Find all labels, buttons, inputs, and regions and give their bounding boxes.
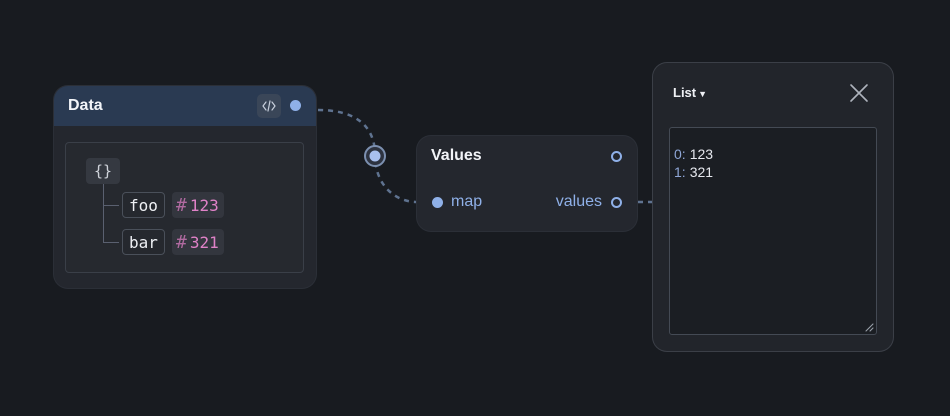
json-key-foo[interactable]: foo (122, 192, 165, 218)
list-item: 0:123 (674, 145, 876, 163)
caret-down-icon: ▼ (698, 89, 708, 99)
number-hash-icon: # (176, 194, 187, 216)
json-key-bar[interactable]: bar (122, 229, 165, 255)
list-item-index: 0: (674, 146, 686, 162)
view-mode-dropdown[interactable]: List▼ (673, 85, 707, 100)
close-button[interactable] (848, 82, 870, 104)
list-output-textarea[interactable]: 0:123 1:321 (669, 127, 877, 335)
object-root-tag[interactable]: {} (86, 158, 120, 184)
values-node[interactable]: Values map values (417, 136, 637, 231)
tree-connector (103, 205, 119, 206)
data-node[interactable]: Data {} foo # 123 bar # 321 (54, 86, 316, 288)
data-node-header[interactable]: Data (54, 86, 316, 126)
values-input-label: map (451, 193, 483, 210)
json-value-text: 321 (189, 232, 219, 252)
code-view-button[interactable] (257, 94, 281, 118)
wire-data-to-values (317, 108, 418, 204)
list-item-value: 123 (689, 146, 714, 162)
wire-reroute-handle[interactable] (364, 145, 386, 167)
view-mode-label: List (673, 85, 697, 100)
list-item-value: 321 (689, 164, 714, 180)
values-output-label: values (555, 193, 602, 210)
values-trigger-port[interactable] (611, 151, 622, 162)
values-node-title: Values (431, 147, 482, 164)
values-map-input-port[interactable] (432, 197, 443, 208)
data-node-title: Data (68, 97, 103, 114)
tree-connector (103, 242, 119, 243)
json-tree-panel: {} foo # 123 bar # 321 (65, 142, 304, 273)
json-number-value[interactable]: # 321 (172, 229, 224, 255)
list-item: 1:321 (674, 163, 876, 181)
list-item-index: 1: (674, 164, 686, 180)
json-number-value[interactable]: # 123 (172, 192, 224, 218)
values-output-port[interactable] (611, 197, 622, 208)
close-x-icon (850, 84, 868, 102)
tree-connector (103, 184, 104, 242)
number-hash-icon: # (176, 231, 187, 253)
resize-grip-icon[interactable] (864, 322, 874, 332)
json-value-text: 123 (189, 195, 219, 215)
list-viewer-node[interactable]: List▼ 0:123 1:321 (653, 63, 893, 351)
data-output-port[interactable] (290, 100, 301, 111)
code-brackets-icon (262, 100, 276, 112)
